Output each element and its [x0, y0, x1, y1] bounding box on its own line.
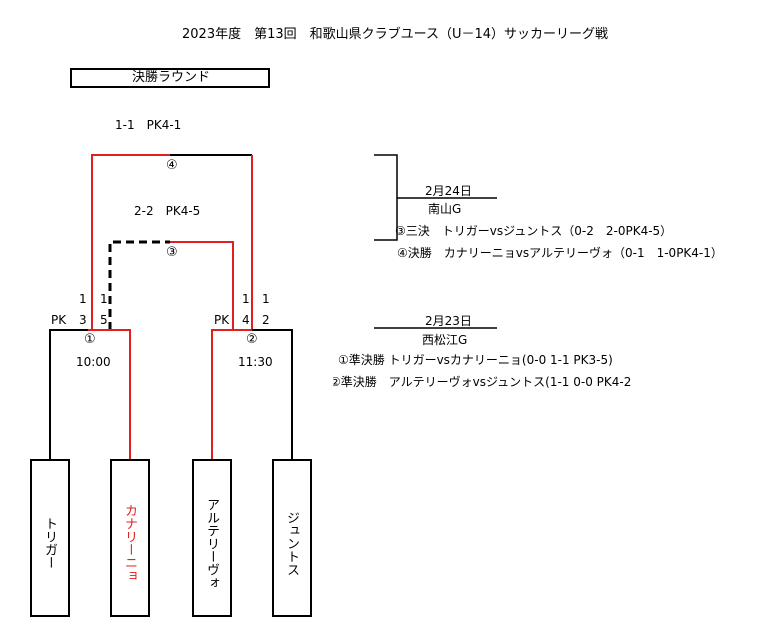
round-label-box: 決勝ラウンド	[70, 68, 270, 88]
semi2-marker: ②	[246, 332, 258, 347]
third-path-right	[170, 241, 234, 330]
semi1-right-line	[88, 329, 131, 459]
semi1-left-pk: 3	[79, 313, 87, 327]
team-name-3: アルテリーヴォ	[204, 497, 219, 589]
semi1-time: 10:00	[76, 355, 111, 369]
semi2-right-line	[252, 329, 293, 459]
team-box-3: アルテリーヴォ	[192, 459, 232, 617]
schedule-line-semi2: ②準決勝 アルテリーヴォvsジュントス(1-1 0-0 PK4-2	[333, 375, 632, 389]
semi1-right-pk: 5	[100, 313, 108, 327]
semi1-pk-label: PK	[51, 313, 67, 327]
semi2-left-goals: 1	[242, 292, 250, 306]
schedule-date-feb24: 2月24日	[425, 184, 472, 198]
team-name-1: トリガー	[42, 517, 57, 569]
semi2-time: 11:30	[238, 355, 273, 369]
third-path-left-dashed	[108, 240, 170, 330]
semi2-left-pk: 4	[242, 313, 250, 327]
semi2-pk-label: PK	[214, 313, 230, 327]
schedule-date-feb23: 2月23日	[425, 314, 472, 328]
schedule-venue-feb24: 南山G	[428, 202, 462, 216]
final-marker: ④	[166, 158, 178, 173]
team-box-1: トリガー	[30, 459, 70, 617]
semi1-right-goals: 1	[100, 292, 108, 306]
schedule-bracket-feb24	[374, 154, 398, 241]
semi2-right-pk: 2	[262, 313, 270, 327]
semi1-marker: ①	[84, 332, 96, 347]
semi1-left-line	[49, 329, 88, 459]
semi1-left-goals: 1	[79, 292, 87, 306]
team-box-2: カナリーニョ	[110, 459, 150, 617]
team-name-2: カナリーニョ	[122, 504, 137, 582]
team-name-4: ジュントス	[284, 510, 299, 576]
final-score: 1-1 PK4-1	[115, 118, 182, 132]
page-title: 2023年度 第13回 和歌山県クラブユース（U－14）サッカーリーグ戦	[182, 27, 609, 42]
schedule-line-final: ④決勝 カナリーニョvsアルテリーヴォ（0-1 1-0PK4-1）	[397, 246, 723, 260]
schedule-venue-feb23: 西松江G	[422, 333, 468, 347]
semi2-left-line	[211, 329, 252, 459]
team-box-4: ジュントス	[272, 459, 312, 617]
third-place-marker: ③	[166, 245, 178, 260]
schedule-line-semi2-clip: ②準決勝 アルテリーヴォvsジュントス(1-1 0-0 PK4-2	[333, 375, 663, 389]
semi2-right-goals: 1	[262, 292, 270, 306]
schedule-line-semi1: ①準決勝 トリガーvsカナリーニョ(0-0 1-1 PK3-5)	[338, 353, 613, 367]
schedule-line-third-place: ③三決 トリガーvsジュントス（0-2 2-0PK4-5）	[395, 224, 673, 238]
schedule-line-final-clip: ④決勝 カナリーニョvsアルテリーヴォ（0-1 1-0PK4-1）	[397, 246, 742, 260]
final-path-left	[91, 154, 170, 330]
third-place-score: 2-2 PK4-5	[134, 204, 201, 218]
